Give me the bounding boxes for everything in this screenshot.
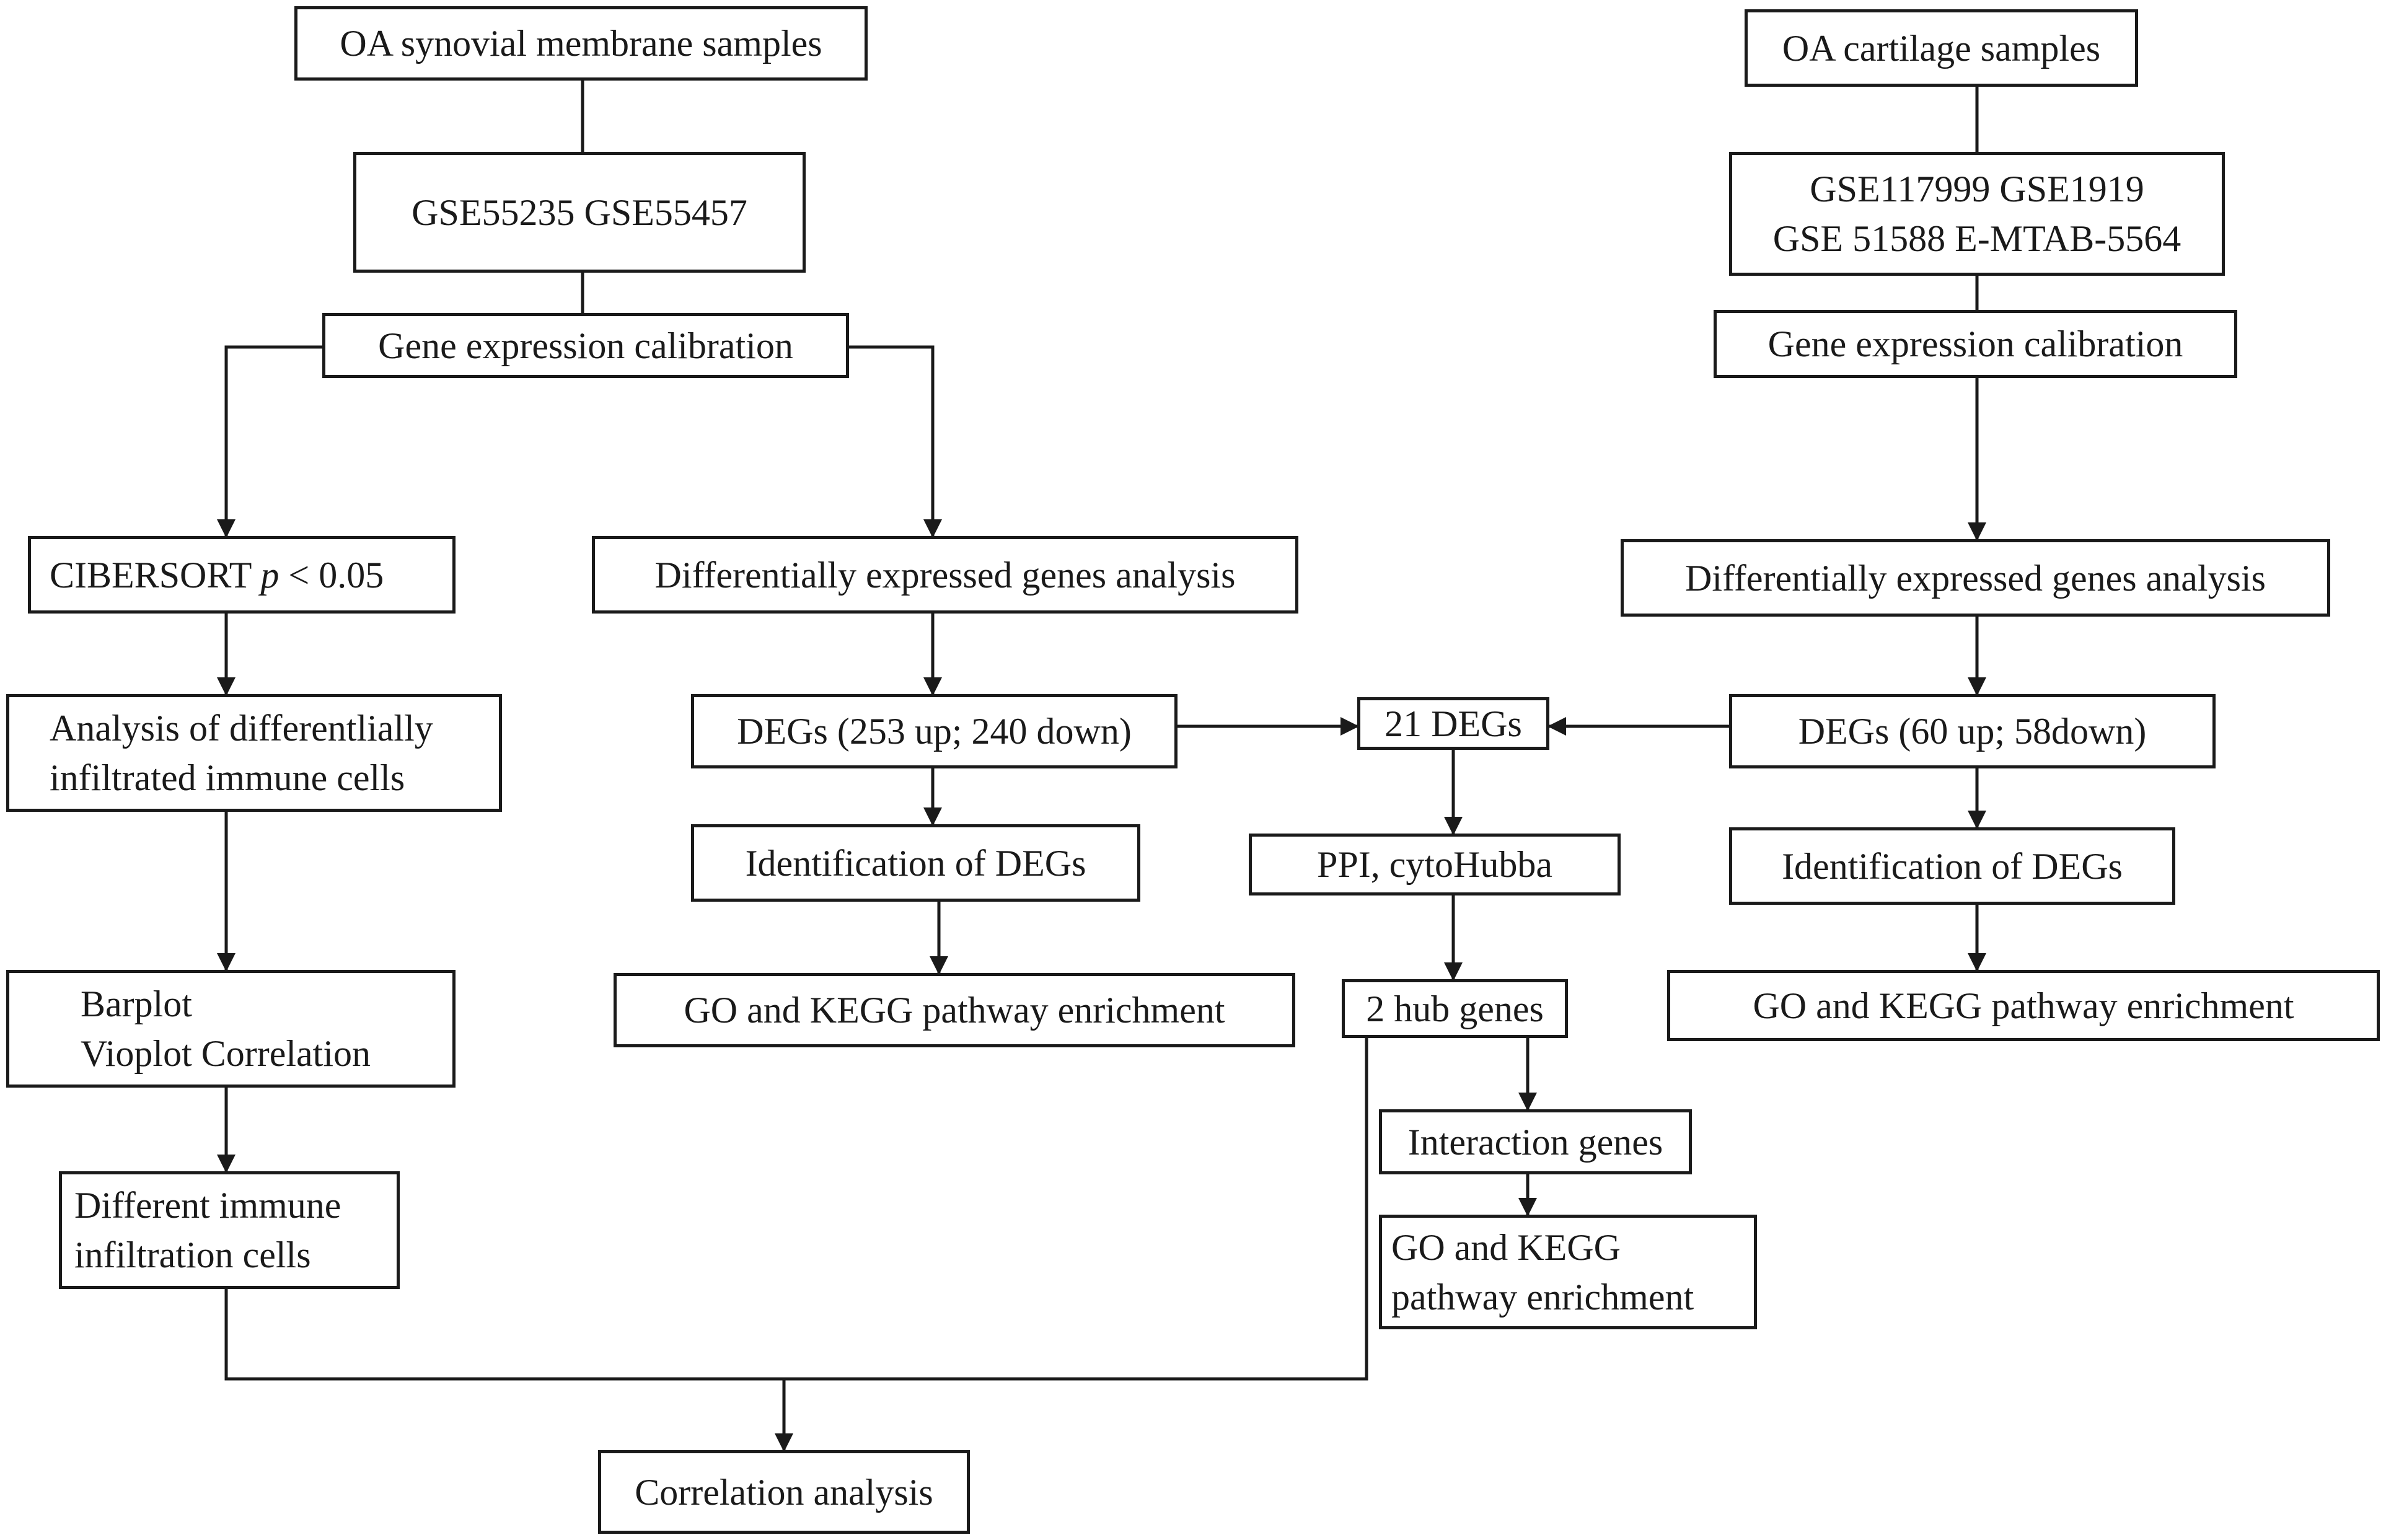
node-text-line: Differentially expressed genes analysis <box>654 554 1236 596</box>
node-text-line: GO and KEGG pathway enrichment <box>1753 985 2294 1026</box>
node-deg-analysis-synovial: Differentially expressed genes analysis <box>592 536 1298 614</box>
node-oa-synovial-samples: OA synovial membrane samples <box>294 6 868 81</box>
node-text-line: DEGs (253 up; 240 down) <box>737 711 1132 752</box>
edge-calib-to-deg-synovial <box>849 345 942 538</box>
edge-calib-to-cibersort <box>217 345 322 538</box>
node-interaction-genes: Interaction genes <box>1379 1109 1692 1174</box>
node-text-line: GSE 51588 E-MTAB-5564 <box>1772 218 2181 259</box>
node-oa-cartilage-samples: OA cartilage samples <box>1745 9 2138 87</box>
node-text-line: Different immune <box>74 1185 341 1226</box>
node-text-line: OA synovial membrane samples <box>340 23 822 64</box>
node-text-line: GO and KEGG pathway enrichment <box>684 990 1225 1031</box>
node-analysis-immune-cells: Analysis of differentlially infiltrated i… <box>6 694 502 812</box>
node-calibration-synovial: Gene expression calibration <box>322 313 849 378</box>
node-go-kegg-cartilage: GO and KEGG pathway enrichment <box>1667 970 2380 1041</box>
node-text-line: CIBERSORT p < 0.05 <box>50 550 384 600</box>
node-text-line: Vioplot Correlation <box>81 1033 371 1074</box>
node-text-line: Correlation analysis <box>635 1471 933 1513</box>
node-ppi-cytohubba: PPI, cytoHubba <box>1249 834 1621 895</box>
node-text-line: Analysis of differentlially <box>50 708 433 749</box>
node-text-line: pathway enrichment <box>1391 1276 1694 1318</box>
edge-diffimmune-to-merge <box>224 1038 1368 1381</box>
node-text-line: Interaction genes <box>1407 1121 1663 1163</box>
node-text-line: GSE117999 GSE1919 <box>1810 169 2144 209</box>
node-identification-cartilage: Identification of DEGs <box>1729 827 2175 905</box>
node-text-line: Gene expression calibration <box>1767 323 2183 364</box>
node-text-prefix: CIBERSORT <box>50 554 261 596</box>
node-different-immune-cells: Different immune infiltration cells <box>59 1171 400 1289</box>
node-text-italic: p <box>260 554 280 596</box>
node-text-line: Identification of DEGs <box>1782 845 2123 887</box>
node-text-line: Gene expression calibration <box>378 325 793 366</box>
node-text-line: Barplot <box>81 983 192 1024</box>
node-21-degs: 21 DEGs <box>1357 697 1549 750</box>
node-text-line: infiltrated immune cells <box>50 757 405 798</box>
node-text-suffix: < 0.05 <box>279 554 384 596</box>
node-text-line: 2 hub genes <box>1366 988 1544 1029</box>
node-text-line: GO and KEGG <box>1391 1226 1621 1268</box>
node-text-line: Identification of DEGs <box>745 842 1086 884</box>
node-go-kegg-synovial: GO and KEGG pathway enrichment <box>614 973 1295 1047</box>
node-go-kegg-hub: GO and KEGG pathway enrichment <box>1379 1215 1757 1329</box>
node-text-line: Differentially expressed genes analysis <box>1685 557 2266 599</box>
node-text-line: GSE55235 GSE55457 <box>412 191 747 233</box>
node-text-line: OA cartilage samples <box>1782 27 2101 69</box>
node-deg-analysis-cartilage: Differentially expressed genes analysis <box>1621 539 2330 617</box>
node-correlation-analysis: Correlation analysis <box>598 1450 970 1534</box>
node-2-hub-genes: 2 hub genes <box>1342 979 1568 1038</box>
node-text-line: DEGs (60 up; 58down) <box>1798 711 2147 752</box>
node-calibration-cartilage: Gene expression calibration <box>1714 310 2237 378</box>
node-text-line: infiltration cells <box>74 1234 311 1275</box>
node-degs-synovial: DEGs (253 up; 240 down) <box>691 694 1178 768</box>
node-text-line: 21 DEGs <box>1384 703 1522 744</box>
node-gse-synovial-datasets: GSE55235 GSE55457 <box>353 152 806 273</box>
node-identification-synovial: Identification of DEGs <box>691 824 1140 902</box>
node-degs-cartilage: DEGs (60 up; 58down) <box>1729 694 2216 768</box>
node-text-line: PPI, cytoHubba <box>1317 844 1552 885</box>
node-cibersort: CIBERSORT p < 0.05 <box>28 536 456 614</box>
